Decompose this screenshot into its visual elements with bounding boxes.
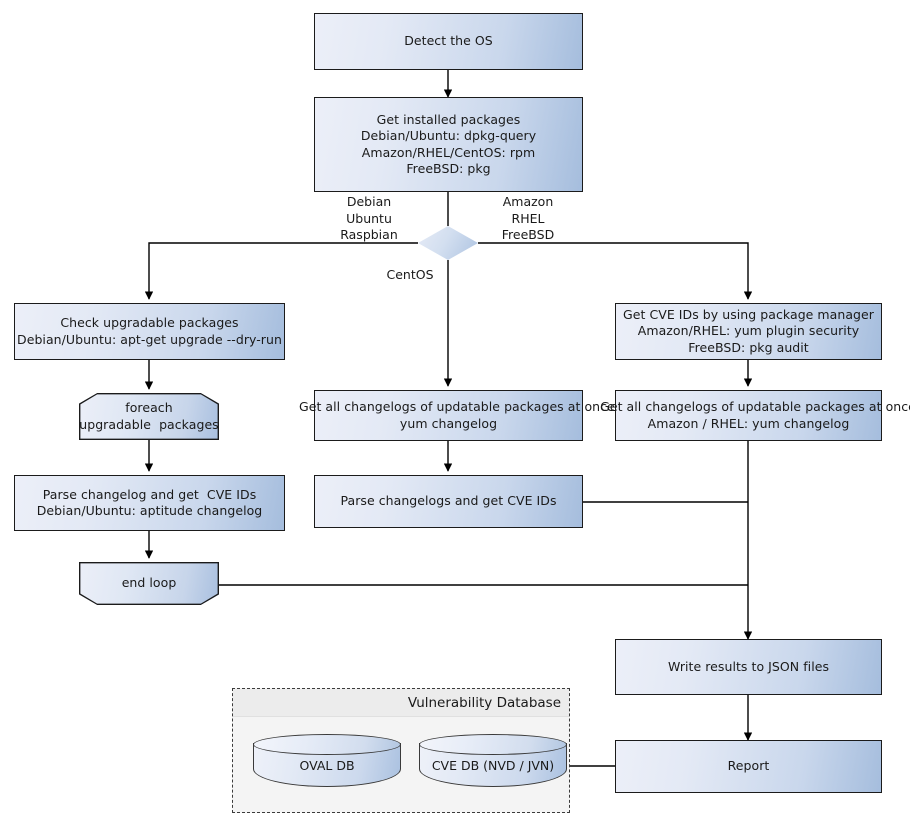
node-parse-changelog-debian-label: Parse changelog and get CVE IDs Debian/U…	[36, 486, 263, 519]
edge-label-right-branch: Amazon RHEL FreeBSD	[501, 194, 555, 242]
node-check-upgradable-packages[interactable]: Check upgradable packages Debian/Ubuntu:…	[14, 303, 285, 360]
node-get-installed-packages[interactable]: Get installed packages Debian/Ubuntu: dp…	[314, 97, 583, 192]
node-get-changelogs-rhel-label: Get all changelogs of updatable packages…	[600, 399, 910, 431]
node-get-changelogs-centos[interactable]: Get all changelogs of updatable packages…	[299, 390, 615, 441]
loopstart-outline	[79, 393, 219, 440]
vulnerability-database-title: Vulnerability Database	[233, 689, 569, 717]
node-parse-changelogs-centos-label: Parse changelogs and get CVE IDs	[340, 493, 557, 509]
database-oval-db[interactable]: OVAL DB	[253, 734, 401, 796]
node-write-results-json-label: Write results to JSON files	[667, 658, 830, 674]
loopend-outline	[79, 562, 219, 605]
cve-db-top	[419, 734, 567, 755]
oval-db-label: OVAL DB	[299, 757, 355, 773]
edge-decision-right	[478, 242, 753, 300]
node-detect-os-label: Detect the OS	[404, 33, 493, 49]
node-get-cve-ids-package-manager-label: Get CVE IDs by using package manager Ama…	[623, 306, 874, 355]
node-check-upgradable-packages-label: Check upgradable packages Debian/Ubuntu:…	[17, 315, 282, 347]
node-detect-os[interactable]: Detect the OS	[314, 13, 583, 70]
edge-label-center-branch: CentOS	[386, 267, 434, 282]
node-foreach-loop-start-label: foreach upgradable packages	[79, 400, 219, 432]
node-end-loop-label: end loop	[121, 575, 177, 591]
node-end-loop[interactable]: end loop	[79, 562, 219, 605]
node-get-changelogs-centos-label: Get all changelogs of updatable packages…	[298, 399, 615, 431]
node-parse-changelog-debian[interactable]: Parse changelog and get CVE IDs Debian/U…	[14, 475, 285, 531]
node-get-changelogs-rhel[interactable]: Get all changelogs of updatable packages…	[600, 390, 910, 441]
node-report[interactable]: Report	[615, 740, 882, 793]
node-get-installed-packages-label: Get installed packages Debian/Ubuntu: dp…	[360, 111, 537, 177]
node-foreach-loop-start[interactable]: foreach upgradable packages	[79, 393, 219, 440]
node-get-cve-ids-package-manager[interactable]: Get CVE IDs by using package manager Ama…	[615, 303, 882, 360]
node-parse-changelogs-centos[interactable]: Parse changelogs and get CVE IDs	[314, 475, 583, 528]
node-os-decision[interactable]	[418, 226, 478, 260]
edge-label-left-branch: Debian Ubuntu Raspbian	[340, 194, 398, 242]
oval-db-top	[253, 734, 401, 755]
node-write-results-json[interactable]: Write results to JSON files	[615, 639, 882, 695]
database-cve-db[interactable]: CVE DB (NVD / JVN)	[419, 734, 567, 796]
node-report-label: Report	[727, 758, 770, 774]
vulnerability-database-package: Vulnerability Database OVAL DB CVE DB (N…	[232, 688, 570, 813]
cve-db-label: CVE DB (NVD / JVN)	[431, 757, 555, 773]
